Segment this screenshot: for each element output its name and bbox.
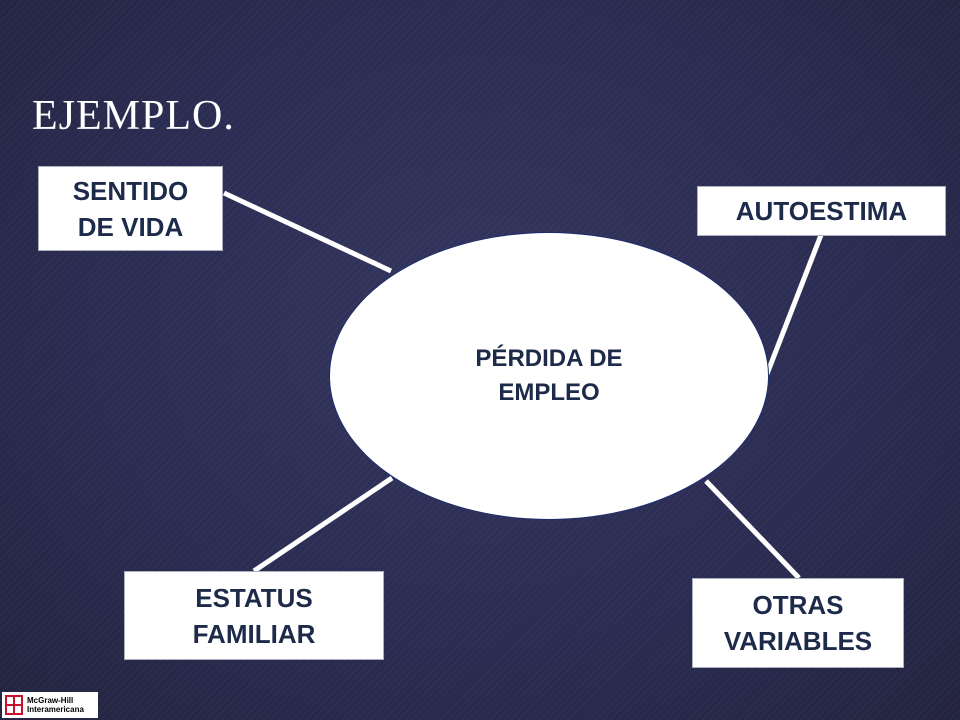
- center-node-label: PÉRDIDA DE EMPLEO: [475, 345, 623, 406]
- connector-estatus-familiar: [252, 475, 394, 574]
- center-node: PÉRDIDA DE EMPLEO: [329, 232, 769, 520]
- connector-autoestima: [764, 234, 824, 375]
- node-estatus-familiar: ESTATUS FAMILIAR: [124, 571, 384, 660]
- connector-otras-variables: [704, 479, 801, 580]
- publisher-logo: McGraw-Hill Interamericana: [2, 692, 98, 718]
- node-autoestima: AUTOESTIMA: [697, 186, 946, 236]
- publisher-logo-mark: [5, 695, 23, 715]
- publisher-logo-text: McGraw-Hill Interamericana: [27, 696, 84, 714]
- slide-title: EJEMPLO.: [32, 93, 235, 139]
- connector-sentido-de-vida: [222, 190, 393, 274]
- node-sentido-de-vida: SENTIDO DE VIDA: [38, 166, 223, 251]
- node-otras-variables: OTRAS VARIABLES: [692, 578, 904, 668]
